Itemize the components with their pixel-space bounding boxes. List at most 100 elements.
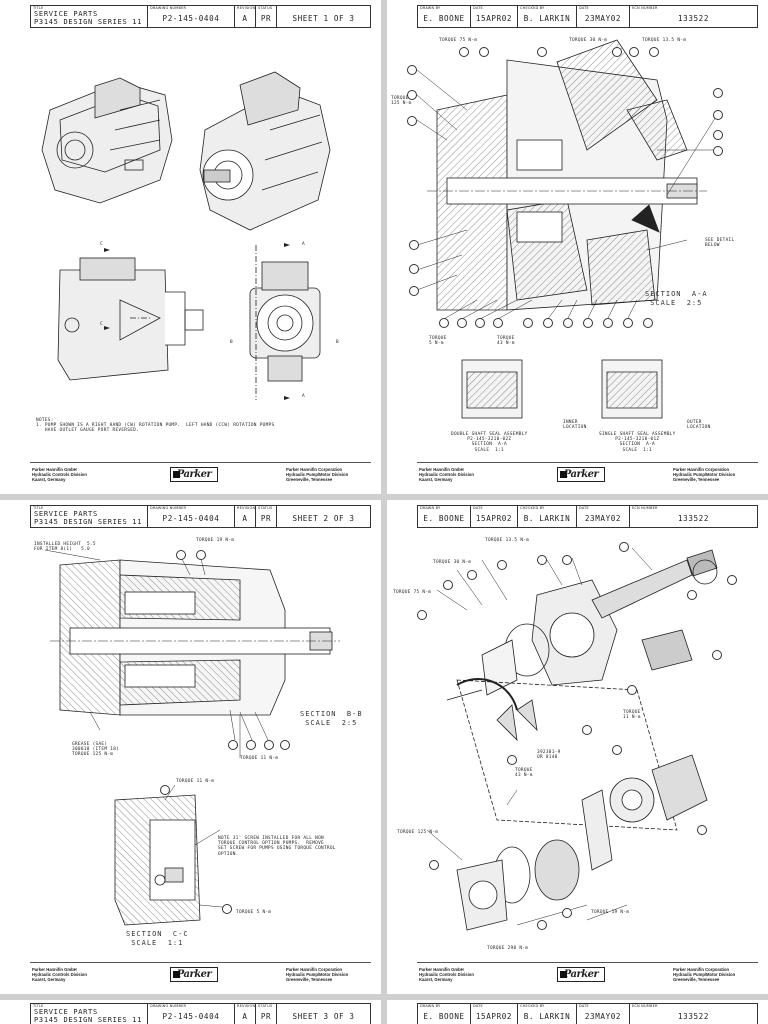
date-checked: 23MAY02: [584, 1012, 622, 1021]
footer-left-address: Parker Hannifin GmbH Hydraulic Controls …: [32, 967, 87, 982]
item-balloon: [264, 740, 274, 750]
torque-note: TORQUE 13.5 N-m: [485, 538, 530, 543]
item-balloon: [228, 740, 238, 750]
parker-logo: Parker: [170, 967, 218, 982]
torque-note: TORQUE 30 N-m: [569, 38, 608, 43]
date-drawn: 15APR02: [475, 514, 513, 523]
item-balloon: [537, 47, 547, 57]
date-label-2: DATE: [579, 1004, 589, 1008]
drawn-by-label: DRAWN BY: [420, 1004, 441, 1008]
item-balloon: [603, 318, 613, 328]
checked-by-label: CHECKED BY: [520, 506, 545, 510]
drawing-number: P2-145-0404: [162, 514, 220, 523]
checked-by-label: CHECKED BY: [520, 1004, 545, 1008]
item-balloon: [417, 610, 427, 620]
torque-note: TORQUE 30 N-m: [433, 560, 472, 565]
drawing-number: P2-145-0404: [162, 14, 220, 23]
sheet-number: SHEET 2 OF 3: [292, 514, 355, 523]
revision-label: REVISION: [237, 1004, 256, 1008]
drawn-by: E. BOONE: [423, 14, 465, 23]
date-label-2: DATE: [579, 506, 589, 510]
view-b-label: B: [336, 340, 339, 345]
footer-left-address: Parker Hannifin GmbH Hydraulic Controls …: [419, 967, 474, 982]
item-balloon: [493, 318, 503, 328]
torque-note: TORQUE 13.5 N-m: [642, 38, 687, 43]
title-label: TITLE: [33, 1004, 44, 1008]
footer-right-address: Parker Hannifin Corporation Hydraulic Pu…: [286, 967, 349, 982]
item-balloon: [727, 575, 737, 585]
item-balloon: [457, 318, 467, 328]
revision: A: [242, 1012, 248, 1021]
date-label: DATE: [473, 1004, 483, 1008]
exploded-view-drawing: [426, 547, 718, 931]
single-seal-caption: SINGLE SHAFT SEAL ASSEMBLY P2-145-3210-0…: [599, 432, 676, 453]
item-balloon: [697, 825, 707, 835]
torque-note: TORQUE 125 N-m: [397, 830, 439, 835]
status: PR: [260, 1012, 272, 1021]
torque-note: TORQUE 75 N-m: [393, 590, 432, 595]
item-balloon: [713, 130, 723, 140]
item-balloon: [562, 908, 572, 918]
item-balloon: [537, 920, 547, 930]
item-balloon: [196, 550, 206, 560]
item-balloon: [687, 590, 697, 600]
item-balloon: [176, 550, 186, 560]
item-balloon: [479, 47, 489, 57]
date-label: DATE: [473, 6, 483, 10]
installed-height-note: INSTALLED HEIGHT 5.5 FOR ITEM 8(1) 5.0: [34, 542, 96, 553]
item-balloon: [537, 555, 547, 565]
item-balloon: [246, 740, 256, 750]
sheet-number: SHEET 3 OF 3: [292, 1012, 355, 1021]
item-balloon: [619, 542, 629, 552]
item-balloon: [643, 318, 653, 328]
torque-note: TORQUE 5 N-m: [236, 910, 272, 915]
drawn-by: E. BOONE: [423, 514, 465, 523]
title-label: TITLE: [33, 506, 44, 510]
sheet-number: SHEET 1 OF 3: [292, 14, 355, 23]
title-label: TITLE: [33, 6, 44, 10]
ecn-number: 133522: [677, 1012, 710, 1021]
parker-logo: Parker: [170, 467, 218, 482]
outer-location: OUTER LOCATION: [687, 420, 711, 431]
item-balloon: [649, 47, 659, 57]
checked-by: B. LARKIN: [523, 1012, 571, 1021]
ecn-label: ECN NUMBER: [632, 1004, 658, 1008]
item-balloon: [712, 650, 722, 660]
footer: Parker Hannifin GmbH Hydraulic Controls …: [417, 962, 758, 988]
revision-label: REVISION: [237, 6, 256, 10]
ecn-number: 133522: [677, 14, 710, 23]
revision-label: REVISION: [237, 506, 256, 510]
item-balloon: [562, 555, 572, 565]
item-balloon: [439, 318, 449, 328]
item-balloon: [543, 318, 553, 328]
checked-by: B. LARKIN: [523, 14, 571, 23]
ecn-number: 133522: [677, 514, 710, 523]
item-balloon: [459, 47, 469, 57]
double-seal-caption: DOUBLE SHAFT SEAL ASSEMBLY P2-145-3210-0…: [451, 432, 528, 453]
torque-note: TORQUE 11 N-m: [176, 779, 215, 784]
item-balloon: [409, 240, 419, 250]
item-balloon: [612, 47, 622, 57]
item-balloon: [475, 318, 485, 328]
item-balloon: [713, 146, 723, 156]
item-balloon: [563, 318, 573, 328]
item-balloon: [713, 110, 723, 120]
spring-note: 392301-9 OR 8140: [537, 750, 561, 761]
checked-by: B. LARKIN: [523, 514, 571, 523]
item-balloon: [443, 580, 453, 590]
drawn-by-label: DRAWN BY: [420, 506, 441, 510]
item-balloon: [713, 88, 723, 98]
torque-note: TORQUE 290 N-m: [487, 946, 529, 951]
item-balloon: [429, 860, 439, 870]
notes: NOTES: 1. PUMP SHOWN IS A RIGHT HAND (CW…: [36, 418, 275, 434]
item-balloon: [409, 264, 419, 274]
item-balloon: [523, 318, 533, 328]
ecn-label: ECN NUMBER: [632, 506, 658, 510]
item-balloon: [467, 570, 477, 580]
drawing-number-label: DRAWING NUMBER: [150, 1004, 187, 1008]
